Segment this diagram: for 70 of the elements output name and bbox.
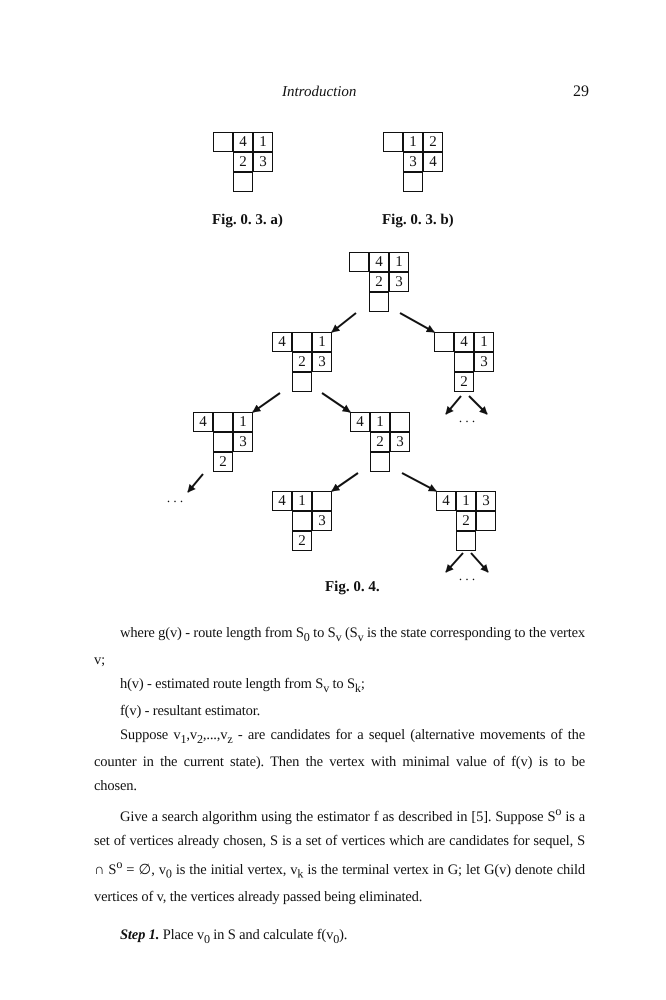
paragraph: Step 1. Place v$_{0}$ in S and calculate f(v$_{0}$). bbox=[119, 926, 348, 948]
grid-cell: 4 bbox=[193, 412, 213, 432]
puzzle-grid bbox=[213, 132, 273, 192]
paragraph: h(v) - estimated route length from S$_{v}$ to S$_{k}$; bbox=[119, 674, 366, 697]
paragraph: f(v) - resultant estimator. bbox=[119, 702, 262, 722]
paragraph: where g(v) - route length from S$_{0}$ to S$_{v}$ (S$_{v}$ is the state corresponding to the vertex v; bbox=[94, 624, 585, 670]
grid-cell: 3 bbox=[474, 352, 494, 372]
ellipsis: . . . bbox=[444, 570, 490, 582]
grid-cell: 3 bbox=[476, 491, 496, 511]
paragraph: Give a search algorithm using the estimator f as described in [5]. Suppose S$^{o}$ is a set of vertices already chosen, S is a set of vertices which are candidates for sequel, S ∩ S$^{o}$ = ∅, v$_{0}$ is the initial vertex, v$_{k}$ is the terminal vertex in G; let G(v) denote child vertices of v, the vertices already passed being eliminated. bbox=[94, 803, 585, 908]
grid-cell: 3 bbox=[390, 432, 410, 452]
arrow bbox=[252, 392, 281, 413]
grid-cell: 2 bbox=[423, 132, 443, 152]
arrow bbox=[445, 552, 464, 573]
grid-cell: 1 bbox=[312, 332, 332, 352]
grid-cell: 1 bbox=[253, 132, 273, 152]
grid-cell: 2 bbox=[292, 352, 312, 372]
grid-cell: 1 bbox=[403, 132, 423, 152]
grid-cell: 1 bbox=[389, 252, 409, 272]
grid-cell: 2 bbox=[456, 511, 476, 531]
grid-cell: 4 bbox=[423, 152, 443, 172]
grid-cell: 1 bbox=[370, 412, 390, 432]
ellipsis: . . . bbox=[160, 492, 190, 504]
puzzle-grid bbox=[350, 412, 410, 472]
grid-cell: 2 bbox=[369, 272, 389, 292]
grid-cell: 3 bbox=[312, 352, 332, 372]
figure-caption: Fig. 0. 3. a) bbox=[212, 212, 283, 229]
grid-cell: 3 bbox=[253, 152, 273, 172]
page-number: 29 bbox=[573, 83, 589, 101]
arrow bbox=[400, 312, 435, 333]
arrow bbox=[470, 552, 489, 573]
arrow bbox=[331, 472, 359, 492]
puzzle-grid bbox=[272, 332, 332, 392]
paragraph: Suppose v$_{1}$,v$_{2}$,...,v$_{z}$ - are candidates for a sequel (alternative movements of the counter in the current state). Then the vertex with minimal value of f(v) is to be chosen. bbox=[94, 726, 585, 796]
grid-cell: 1 bbox=[474, 332, 494, 352]
puzzle-grid bbox=[272, 491, 332, 551]
ellipsis: . . . bbox=[444, 412, 490, 424]
grid-cell: 1 bbox=[233, 412, 253, 432]
grid-cell: 2 bbox=[454, 372, 474, 392]
arrow bbox=[331, 312, 357, 333]
puzzle-grid bbox=[383, 132, 443, 192]
arrow bbox=[468, 395, 488, 415]
arrow bbox=[321, 392, 351, 413]
puzzle-grid bbox=[349, 252, 409, 312]
grid-cell: 4 bbox=[436, 491, 456, 511]
grid-cell: 1 bbox=[292, 491, 312, 511]
grid-cell: 2 bbox=[370, 432, 390, 452]
puzzle-grid bbox=[434, 332, 494, 392]
figure-caption: Fig. 0. 3. b) bbox=[382, 212, 454, 229]
grid-cell: 2 bbox=[233, 152, 253, 172]
grid-cell: 4 bbox=[454, 332, 474, 352]
grid-cell: 1 bbox=[456, 491, 476, 511]
running-header: Introduction bbox=[282, 84, 356, 101]
arrow bbox=[187, 473, 204, 493]
grid-cell: 3 bbox=[312, 511, 332, 531]
grid-cell: 4 bbox=[350, 412, 370, 432]
figure-caption: Fig. 0. 4. bbox=[325, 579, 380, 596]
grid-cell: 4 bbox=[272, 332, 292, 352]
grid-cell: 4 bbox=[233, 132, 253, 152]
grid-cell: 3 bbox=[389, 272, 409, 292]
puzzle-grid bbox=[193, 412, 253, 472]
arrow bbox=[402, 472, 437, 492]
arrow bbox=[445, 395, 462, 415]
grid-cell: 3 bbox=[233, 432, 253, 452]
grid-cell: 2 bbox=[292, 531, 312, 551]
grid-cell: 2 bbox=[213, 452, 233, 472]
grid-cell: 4 bbox=[369, 252, 389, 272]
grid-cell: 4 bbox=[272, 491, 292, 511]
puzzle-grid bbox=[436, 491, 496, 551]
grid-cell: 3 bbox=[403, 152, 423, 172]
